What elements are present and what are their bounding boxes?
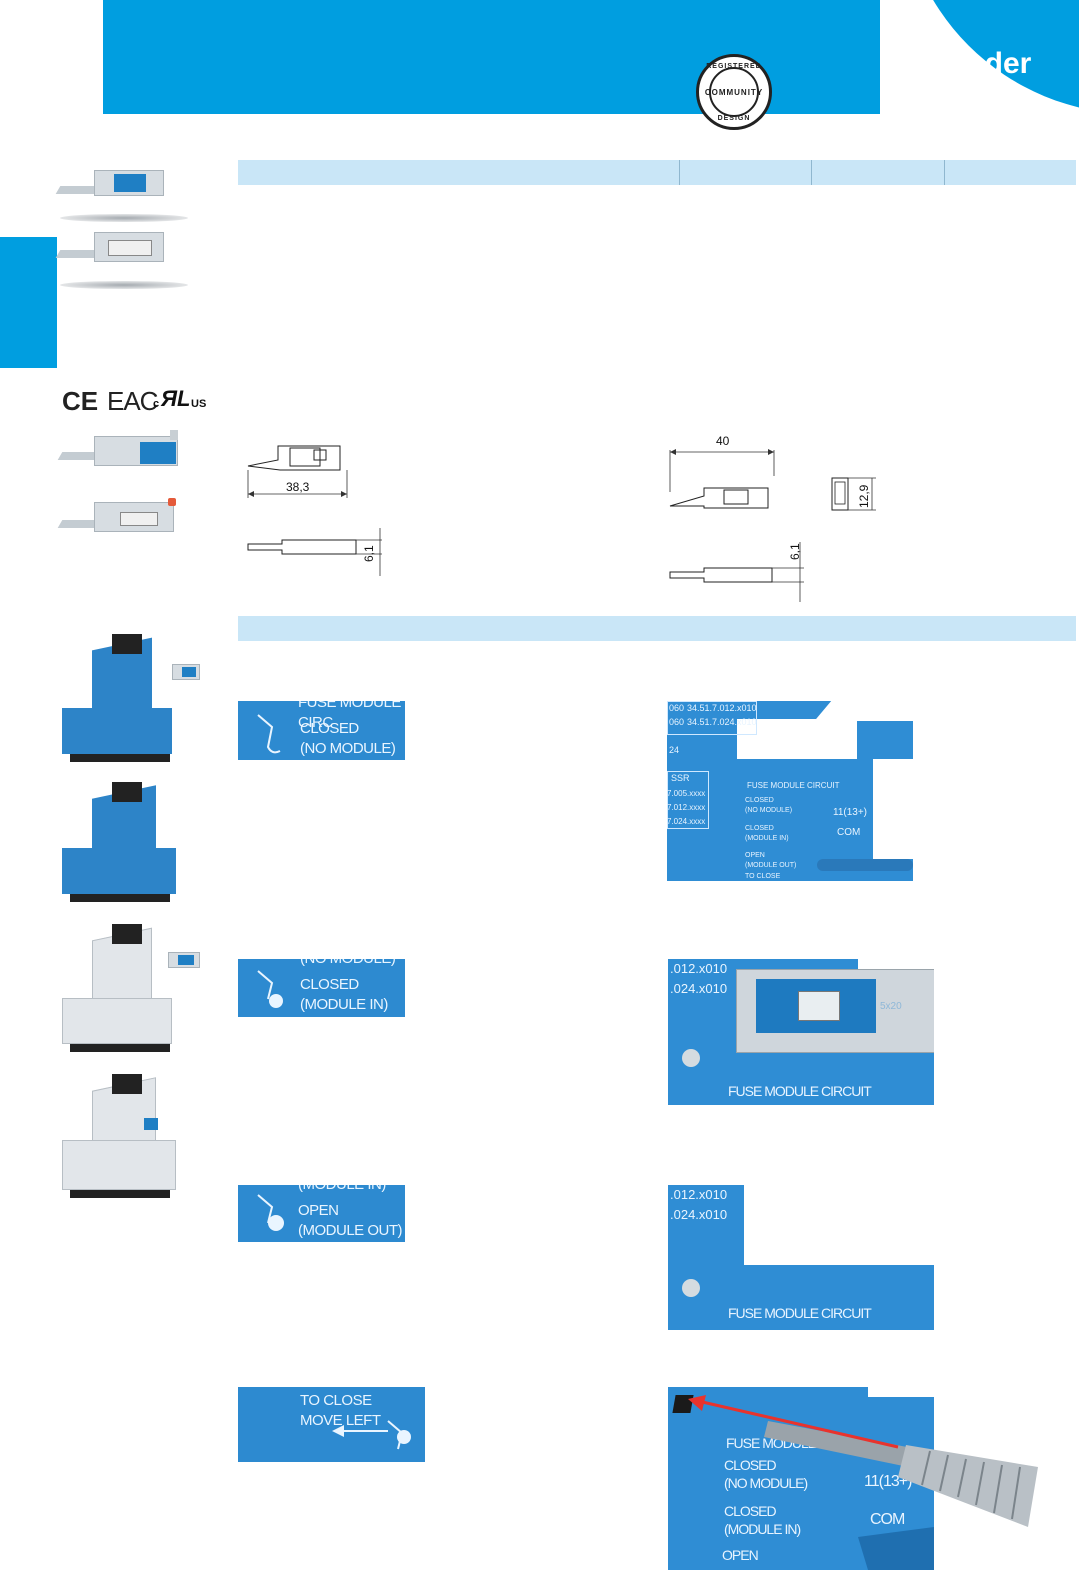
ssr-code-3: 7.024.xxxx bbox=[667, 817, 706, 826]
seal-ring bbox=[709, 67, 759, 117]
label-partial-top: (NO MODULE) bbox=[300, 959, 396, 969]
switch-closed-icon bbox=[257, 714, 281, 754]
ul-prefix: c bbox=[153, 398, 160, 410]
table-header-bar bbox=[238, 160, 1076, 185]
dimension-length-a: 38,3 bbox=[286, 480, 310, 494]
ce-mark: CE bbox=[62, 386, 99, 416]
label-partial-top: (MODULE IN) bbox=[298, 1185, 386, 1195]
closed-text: CLOSED bbox=[724, 1457, 777, 1473]
module-out-text: (MODULE OUT) bbox=[745, 862, 797, 869]
photo-module-removed: .012.x010 .024.x010 FUSE MODULE CIRCUIT bbox=[668, 1185, 934, 1330]
label-line2: (NO MODULE) bbox=[300, 740, 396, 757]
label-closed-module-in: (NO MODULE) CLOSED (MODULE IN) bbox=[238, 959, 405, 1017]
closed-text-2: CLOSED bbox=[724, 1503, 777, 1519]
screwdriver-and-arrow bbox=[688, 1395, 1038, 1570]
relay-with-module-image-3 bbox=[62, 920, 202, 1060]
image-shadow bbox=[60, 214, 188, 222]
fuse-circuit-text: FUSE MODULE CIRCUIT bbox=[728, 1083, 872, 1099]
fuse-circuit-text: FUSE MODULE CIRCUIT bbox=[728, 1305, 872, 1321]
seal-bottom-text: DESIGN bbox=[717, 115, 751, 122]
label-open-module-out: (MODULE IN) OPEN (MODULE OUT) bbox=[238, 1185, 405, 1242]
code-1: .012.x010 bbox=[670, 961, 728, 976]
column-divider bbox=[811, 160, 812, 185]
label-line1: CLOSED bbox=[300, 976, 359, 993]
code-2: .024.x010 bbox=[670, 981, 728, 996]
dimension-drawing-module-a bbox=[247, 445, 382, 576]
fuse-module-image-4 bbox=[57, 498, 180, 538]
open-text: OPEN bbox=[722, 1547, 759, 1563]
dimension-height-a: 6,1 bbox=[362, 545, 376, 562]
label-line2: MOVE LEFT bbox=[300, 1412, 381, 1429]
image-shadow bbox=[60, 281, 188, 289]
ul-listed-mark: c ЯL US bbox=[153, 386, 213, 414]
code-row2-b: 34.51.7.024.x010 bbox=[687, 717, 757, 727]
label-line2: (MODULE IN) bbox=[300, 996, 388, 1013]
fuse-module-image-3 bbox=[57, 430, 180, 470]
code-row2-a: 060 bbox=[669, 717, 685, 727]
module-in-text: (MODULE IN) bbox=[724, 1521, 801, 1537]
dimension-length-b: 40 bbox=[716, 434, 730, 448]
label-partial-top: FUSE MODULE CIRC bbox=[298, 701, 401, 731]
dimension-drawing-module-b bbox=[669, 449, 876, 602]
module-in-text: (MODULE IN) bbox=[745, 835, 789, 842]
fuse-module-image-2 bbox=[55, 232, 178, 266]
no-module-text: (NO MODULE) bbox=[745, 807, 793, 814]
relay-with-module-image-4 bbox=[62, 1070, 202, 1210]
switch-open-icon bbox=[257, 1194, 284, 1231]
ssr-label: SSR bbox=[671, 773, 690, 783]
fuse-circuit-text: FUSE MODULE CIRCUIT bbox=[747, 781, 840, 790]
no-module-text: (NO MODULE) bbox=[724, 1475, 808, 1491]
ssr-code-2: 7.012.xxxx bbox=[667, 803, 706, 812]
label-line2: (MODULE OUT) bbox=[298, 1222, 403, 1239]
photo-module-socket-closed: 060 34.51.7.012.x010 060 34.51.7.024.x01… bbox=[667, 701, 913, 881]
side-section-tab bbox=[0, 237, 57, 368]
relay-with-module-image-1 bbox=[62, 630, 202, 770]
terminal-text: 11(13+) bbox=[833, 807, 868, 818]
code-row1-b: 34.51.7.012.x010 bbox=[687, 703, 757, 713]
seal-middle-text: COMMUNITY bbox=[704, 88, 764, 97]
ul-symbol-icon: ЯL bbox=[161, 386, 191, 411]
relay-with-module-image-2 bbox=[62, 778, 202, 908]
seal-top-text: REGISTERED bbox=[706, 63, 762, 70]
dimension-width-b: 12,9 bbox=[857, 484, 871, 508]
code-row1-a: 060 bbox=[669, 703, 685, 713]
column-divider bbox=[679, 160, 680, 185]
code-2: .024.x010 bbox=[670, 1207, 728, 1222]
label-to-close-move-left: TO CLOSE MOVE LEFT bbox=[238, 1387, 425, 1462]
label-line1: OPEN bbox=[298, 1202, 339, 1219]
label-line1: CLOSED bbox=[300, 720, 359, 737]
fuse-module-image-1 bbox=[55, 170, 178, 200]
switch-module-in-icon bbox=[257, 970, 283, 1008]
dimension-height-b: 6,1 bbox=[788, 543, 802, 560]
label-closed-no-module: FUSE MODULE CIRC CLOSED (NO MODULE) bbox=[238, 701, 405, 760]
to-close-text: TO CLOSE bbox=[745, 873, 781, 880]
finder-logo-icon: ɸ bbox=[901, 44, 945, 88]
closed-text-2: CLOSED bbox=[745, 825, 774, 832]
com-text: COM bbox=[870, 1511, 905, 1528]
com-text: COM bbox=[837, 827, 861, 838]
eac-mark: EAC bbox=[107, 386, 158, 416]
registered-community-design-seal: REGISTERED COMMUNITY DESIGN bbox=[696, 54, 772, 130]
column-divider bbox=[944, 160, 945, 185]
move-left-arrow-icon bbox=[332, 1420, 411, 1450]
code-24: 24 bbox=[669, 745, 680, 755]
section-header-bar bbox=[238, 616, 1076, 641]
brand-logo-text: finder bbox=[948, 47, 1032, 80]
open-text: OPEN bbox=[745, 852, 765, 859]
fuse-rating-text: 5x20 bbox=[880, 1001, 902, 1012]
closed-text: CLOSED bbox=[745, 797, 774, 804]
photo-module-inserted: .012.x010 .024.x010 5x20 FUSE MODULE CIR… bbox=[668, 959, 934, 1105]
ul-suffix: US bbox=[191, 398, 207, 410]
label-line1: TO CLOSE bbox=[300, 1392, 372, 1409]
ssr-code-1: 7.005.xxxx bbox=[667, 789, 706, 798]
code-1: .012.x010 bbox=[670, 1187, 728, 1202]
